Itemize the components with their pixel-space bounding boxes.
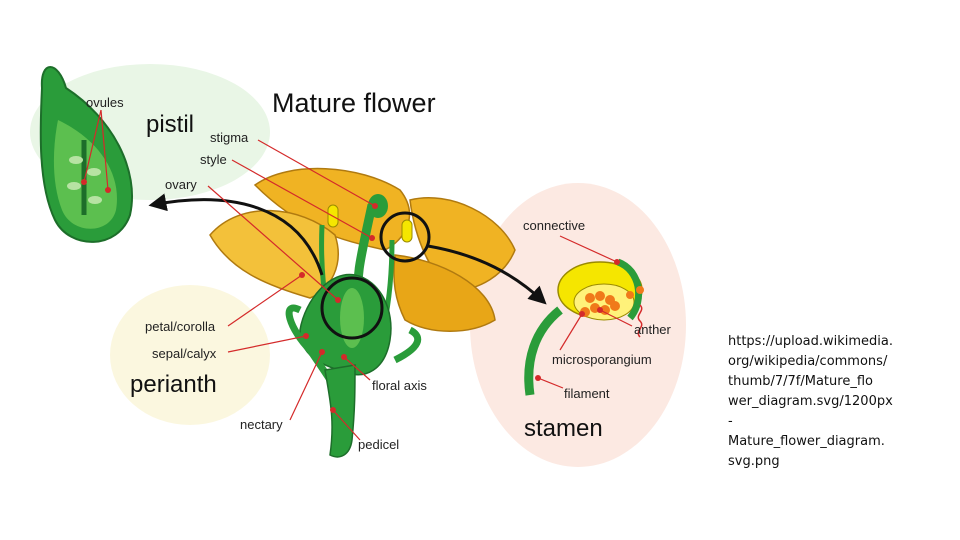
anther-zoom-circle	[379, 211, 431, 263]
stamen-heading: stamen	[524, 415, 603, 442]
label-anther: anther	[634, 322, 672, 337]
caption-line: svg.png	[728, 454, 780, 469]
ovary-cross-section	[39, 66, 133, 243]
caption-line: -	[728, 414, 733, 429]
label-nectary: nectary	[240, 417, 283, 432]
label-style: style	[200, 152, 227, 167]
leader-dots	[81, 179, 620, 413]
label-pedicel: pedicel	[358, 437, 399, 452]
caption-line: https://upload.wikimedia.	[728, 334, 894, 349]
caption-line: wer_diagram.svg/1200px	[728, 394, 893, 409]
label-floral-axis: floral axis	[372, 378, 427, 393]
label-stigma: stigma	[210, 130, 249, 145]
source-url-caption: https://upload.wikimedia. org/wikipedia/…	[728, 332, 938, 472]
label-ovules: ovules	[86, 95, 124, 110]
pistil-zoom-circle	[320, 276, 384, 340]
perianth-heading: perianth	[130, 371, 217, 398]
stamen-region	[470, 183, 686, 467]
leader-lines	[83, 109, 633, 441]
label-ovary: ovary	[165, 177, 197, 192]
label-microsporangium: microsporangium	[552, 352, 652, 367]
stamen-arrow	[427, 244, 547, 305]
caption-line: thumb/7/7f/Mature_flo	[728, 374, 873, 389]
caption-line: org/wikipedia/commons/	[728, 354, 888, 369]
pistil-arrow	[148, 193, 324, 276]
diagram-title: Mature flower	[272, 88, 436, 118]
label-petal-corolla: petal/corolla	[145, 319, 216, 334]
label-connective: connective	[523, 218, 585, 233]
label-sepal-calyx: sepal/calyx	[152, 346, 217, 361]
stamen-illustration	[524, 258, 644, 396]
perianth-region	[110, 285, 270, 425]
label-filament: filament	[564, 386, 610, 401]
caption-line: Mature_flower_diagram.	[728, 434, 885, 449]
pistil-heading: pistil	[146, 111, 194, 138]
